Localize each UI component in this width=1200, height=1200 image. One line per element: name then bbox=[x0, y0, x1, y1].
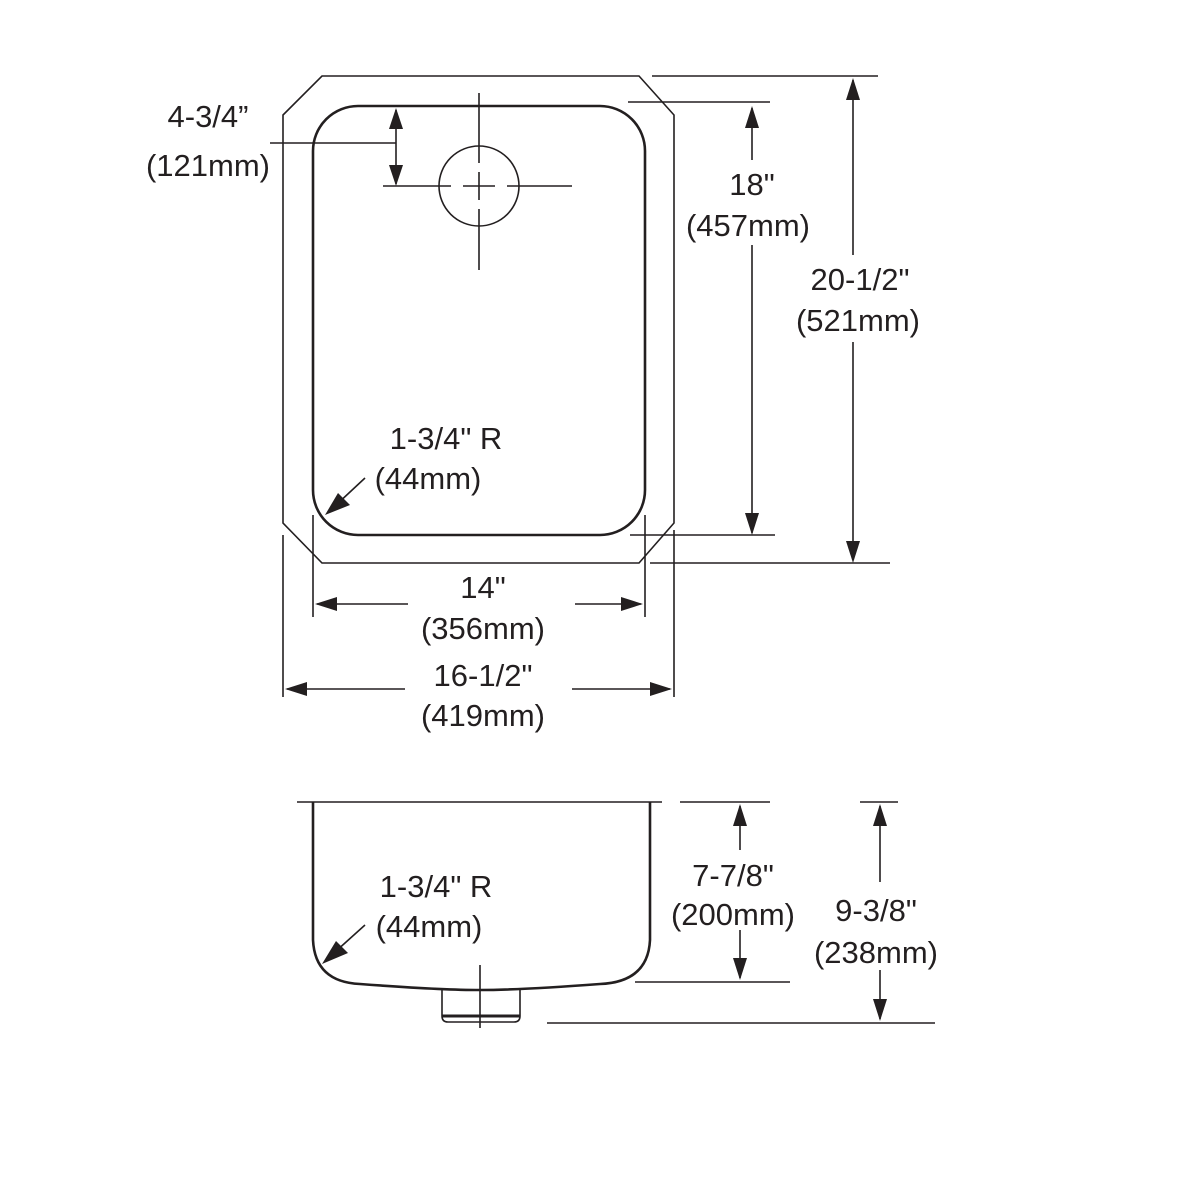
corner-radius-imperial: 1-3/4" R bbox=[390, 421, 503, 456]
bowl-depth-dimension: 7-7/8" (200mm) bbox=[635, 801, 795, 983]
bowl-width-metric: (356mm) bbox=[421, 611, 545, 646]
overall-width-dimension: 16-1/2" (419mm) bbox=[282, 530, 675, 733]
overall-length-imperial: 20-1/2" bbox=[811, 262, 910, 297]
drain-outlet bbox=[441, 965, 521, 1028]
overall-depth-metric: (238mm) bbox=[814, 935, 938, 970]
overall-depth-imperial: 9-3/8" bbox=[835, 893, 917, 928]
bowl-depth-imperial: 7-7/8" bbox=[692, 858, 774, 893]
bowl-width-dimension: 14" (356mm) bbox=[312, 515, 646, 646]
overall-width-imperial: 16-1/2" bbox=[434, 658, 533, 693]
overall-depth-dimension: 9-3/8" (238mm) bbox=[547, 801, 938, 1024]
bowl-length-metric: (457mm) bbox=[686, 208, 810, 243]
overall-length-dimension: 20-1/2" (521mm) bbox=[650, 75, 920, 564]
side-corner-radius-imperial: 1-3/4" R bbox=[380, 869, 493, 904]
bowl-width-imperial: 14" bbox=[460, 570, 506, 605]
bowl-length-imperial: 18" bbox=[729, 167, 775, 202]
drain-hole bbox=[383, 93, 572, 270]
bowl-depth-metric: (200mm) bbox=[671, 897, 795, 932]
side-corner-radius-metric: (44mm) bbox=[376, 909, 483, 944]
overall-width-metric: (419mm) bbox=[421, 698, 545, 733]
drain-offset-imperial: 4-3/4” bbox=[168, 99, 249, 134]
corner-radius-callout-top: 1-3/4" R (44mm) bbox=[325, 421, 502, 515]
top-view: 4-3/4” (121mm) 18" (457mm) 20-1/2" (521m… bbox=[146, 75, 920, 733]
drain-offset-dimension: 4-3/4” (121mm) bbox=[146, 99, 403, 186]
bowl-length-dimension: 18" (457mm) bbox=[628, 101, 810, 536]
corner-radius-metric: (44mm) bbox=[375, 461, 482, 496]
overall-length-metric: (521mm) bbox=[796, 303, 920, 338]
corner-radius-callout-side: 1-3/4" R (44mm) bbox=[322, 869, 492, 964]
side-view: 1-3/4" R (44mm) 7-7/8" (200mm) 9-3/8" (2… bbox=[297, 801, 938, 1028]
sink-rim-outline bbox=[282, 75, 675, 564]
drain-offset-metric: (121mm) bbox=[146, 148, 270, 183]
